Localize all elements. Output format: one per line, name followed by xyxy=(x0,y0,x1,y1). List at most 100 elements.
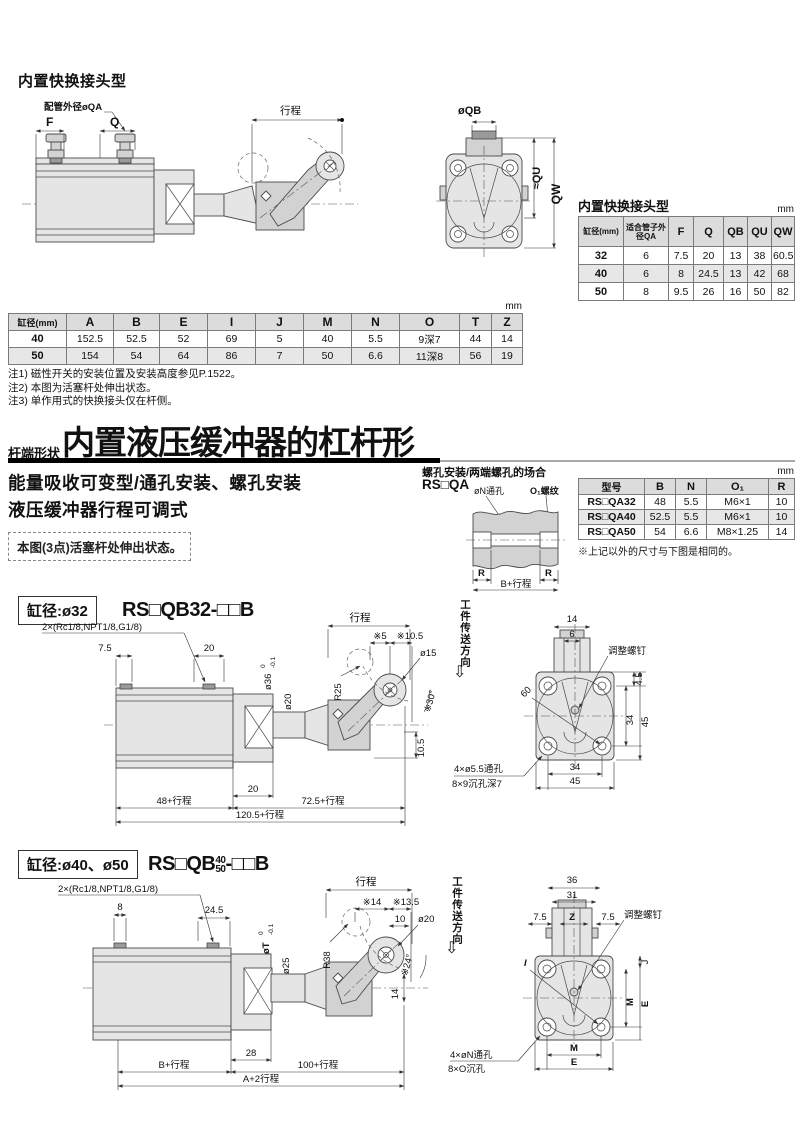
conveyor-direction-label-4050: 工件传送方向 xyxy=(451,876,463,945)
bore4050-side-view xyxy=(83,907,428,1041)
end-view-dimensions: øQB ≈QU QW xyxy=(458,105,563,249)
dims-table-unit: mm xyxy=(505,301,522,312)
holes-label-1-32: 4×ø5.5通孔 xyxy=(454,764,503,775)
dim-Z: Z xyxy=(569,912,575,923)
table-cell: 8 xyxy=(623,282,669,301)
dim-34-right: 34 xyxy=(625,715,636,726)
lever-section-title: 内置液压缓冲器的杠杆形 xyxy=(62,424,415,461)
side-view-dimensions: 配管外径øQA F Q 行程 xyxy=(35,101,344,182)
column-header: N xyxy=(351,313,400,331)
intro-text: 能量吸收可变型/通孔安装、螺孔安装 液压缓冲器行程可调式 xyxy=(8,470,301,524)
table-cell: 13 xyxy=(723,246,748,265)
table-cell: 6.6 xyxy=(351,347,400,365)
column-header: 缸径(mm) xyxy=(8,313,67,331)
table-cell: M6×1 xyxy=(706,494,769,510)
bore32-model: RS□QB32-□□B xyxy=(122,599,254,621)
intro-line1: 能量吸收可变型/通孔安装、螺孔安装 xyxy=(8,473,302,493)
column-header: E xyxy=(159,313,208,331)
column-header: B xyxy=(644,478,676,495)
dia-qb-label: øQB xyxy=(458,105,481,117)
qa-table-unit: mm xyxy=(777,466,794,477)
dim-34-bottom: 34 xyxy=(570,762,581,773)
column-header: QU xyxy=(747,216,772,247)
bore32-drawing: 2×(Rc1/8,NPT1/8,G1/8) 7.5 20 行程 ※5 ※10.5… xyxy=(42,611,651,826)
o1-thread-label: O₁螺纹 xyxy=(530,485,560,496)
dia-20-label-4050: ø20 xyxy=(418,914,434,925)
holes-label-2-32: 8×9沉孔深7 xyxy=(452,779,502,790)
heading-rule-thin xyxy=(440,460,795,462)
table-cell: 68 xyxy=(771,264,795,283)
table-cell: 82 xyxy=(771,282,795,301)
table-cell: 5.5 xyxy=(675,509,707,525)
dim-28: 28 xyxy=(246,1048,257,1059)
quick-table-title: 内置快换接头型 xyxy=(578,199,670,214)
table-cell: 152.5 xyxy=(66,330,114,348)
table-cell: 5.5 xyxy=(351,330,400,348)
dia-15-label: ø15 xyxy=(420,648,436,659)
qa-mount-drawing: øN通孔 O₁螺纹 R R B+行程 xyxy=(466,485,566,592)
state-note-box: 本图(3点)活塞杆处伸出状态。 xyxy=(8,532,192,561)
table-cell: 10 xyxy=(768,494,795,510)
pipe-od-label: 配管外径øQA xyxy=(44,101,102,113)
table-cell: 50 xyxy=(303,347,352,365)
stroke-dim-label: 行程 xyxy=(280,104,301,117)
dim-7-5: 7.5 xyxy=(98,643,111,654)
model-prefix: RS□QB xyxy=(148,853,216,875)
table-cell: 52 xyxy=(159,330,208,348)
table-cell: 20 xyxy=(693,246,724,265)
dim-72-5-stroke: 72.5+行程 xyxy=(301,795,345,807)
table-cell: 42 xyxy=(747,264,772,283)
dim-M-bottom: M xyxy=(570,1043,578,1054)
dim-10-5-right: 10.5 xyxy=(416,739,427,758)
dim-I: I xyxy=(524,958,527,969)
dim-f-label: F xyxy=(46,115,53,129)
dia-25-label: ø25 xyxy=(281,958,292,974)
table-cell: 154 xyxy=(66,347,114,365)
adjust-screw-label-32: 调整螺钉 xyxy=(608,645,647,657)
table-cell: 54 xyxy=(644,524,676,540)
table-cell: 9.5 xyxy=(668,282,694,301)
footnotes: 注1) 磁性开关的安装位置及安装高度参见P.1522。注2) 本图为活塞杆处伸出… xyxy=(8,368,241,409)
dim-6: 6 xyxy=(569,629,574,640)
r-right-label: R xyxy=(545,568,552,579)
dim-10: 10 xyxy=(395,914,406,925)
note-line: 注2) 本图为活塞杆处伸出状态。 xyxy=(8,381,157,394)
tol-lower: -0.1 xyxy=(270,656,277,668)
down-arrow-icon: ⇩ xyxy=(445,940,459,957)
column-header: QB xyxy=(723,216,748,247)
bore4050-end-view-dimensions: 36 31 Z 7.5 7.5 调整螺钉 J I M E M E xyxy=(448,875,663,1075)
note-line: 注1) 磁性开关的安装位置及安装高度参见P.1522。 xyxy=(8,368,242,380)
cylinder-side-view xyxy=(22,133,358,243)
b-stroke-label: B+行程 xyxy=(501,578,532,590)
table-cell: 7.5 xyxy=(668,246,694,265)
column-header: Z xyxy=(491,313,523,331)
dim-7-5-left: 7.5 xyxy=(533,912,546,923)
note-line: 注3) 单作用式的快换接头仅在杆侧。 xyxy=(8,395,178,407)
column-header: 缸径(mm) xyxy=(578,216,624,247)
dim-48-stroke: 48+行程 xyxy=(156,795,192,807)
table-cell: 54 xyxy=(113,347,160,365)
dim-20-top: 20 xyxy=(204,643,215,654)
rod-end-shape-label: 杆端形状 xyxy=(8,446,61,461)
r25-label: R25 xyxy=(333,683,344,700)
dim-E-bottom: E xyxy=(571,1057,577,1068)
dia-36-label: ø36 xyxy=(263,674,274,690)
bore32-side-view xyxy=(104,648,428,769)
table-cell: 40 xyxy=(578,264,624,283)
dia36-tolerance-label: ø36 0 -0.1 xyxy=(260,656,277,690)
dim-8: 8 xyxy=(117,902,122,913)
cylinder-end-view xyxy=(436,130,532,258)
dim-45-right: 45 xyxy=(640,717,651,728)
dim-36: 36 xyxy=(567,875,578,886)
table-cell: 7 xyxy=(255,347,304,365)
table-cell: M6×1 xyxy=(706,509,769,525)
table-cell: 26 xyxy=(693,282,724,301)
